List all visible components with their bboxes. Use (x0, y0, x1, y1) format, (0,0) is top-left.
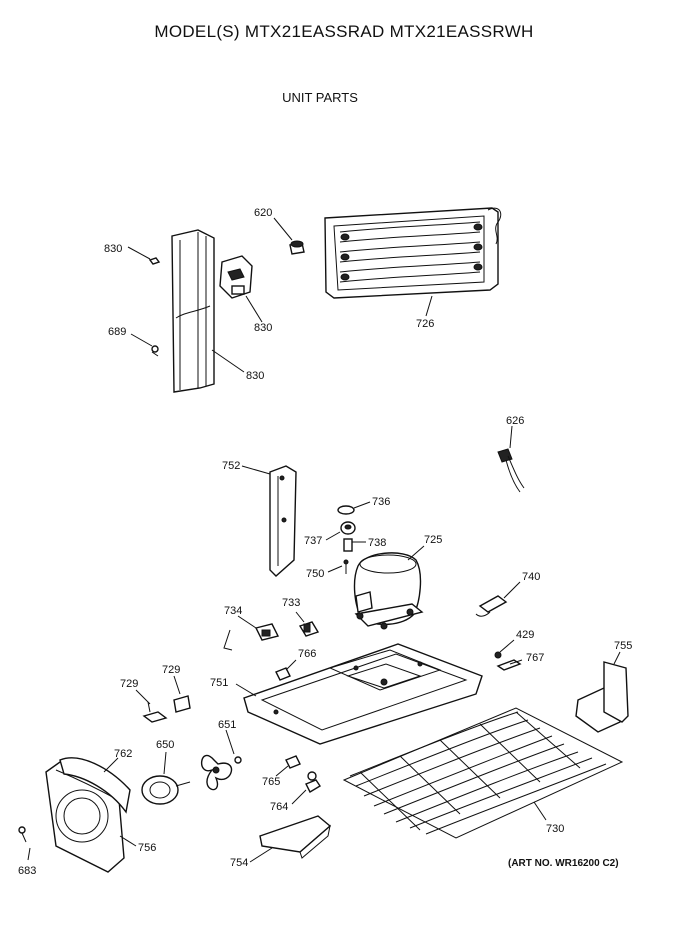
bracket-729-right (173, 675, 191, 713)
screw-429 (494, 639, 515, 659)
fan-blade-651 (200, 729, 242, 791)
bracket-767 (496, 659, 523, 671)
callout-765: 765 (262, 776, 280, 788)
callout-683: 683 (18, 865, 36, 877)
relay-740 (475, 581, 521, 617)
callout-626: 626 (506, 415, 524, 427)
callout-650: 650 (156, 739, 174, 751)
compressor-725 (353, 545, 425, 630)
clip-765 (275, 755, 301, 777)
callout-729-right: 729 (162, 664, 180, 676)
callout-830-channel: 830 (246, 370, 264, 382)
mounting-bracket-755 (575, 651, 629, 733)
callout-755: 755 (614, 640, 632, 652)
callout-766: 766 (298, 648, 316, 660)
callout-830-bracket: 830 (254, 322, 272, 334)
callout-620: 620 (254, 207, 272, 219)
callout-734: 734 (224, 605, 242, 617)
callout-429: 429 (516, 629, 534, 641)
callout-762: 762 (114, 748, 132, 760)
machine-base-751 (235, 643, 483, 745)
callout-651: 651 (218, 719, 236, 731)
clip-734 (223, 615, 280, 651)
callout-830-clip: 830 (104, 243, 122, 255)
bracket-752 (241, 465, 297, 577)
callout-689: 689 (108, 326, 126, 338)
clip-766 (275, 659, 297, 681)
sleeve-738 (343, 538, 366, 552)
condenser-730 (342, 707, 624, 839)
callout-750: 750 (306, 568, 324, 580)
callout-764: 764 (270, 801, 288, 813)
callout-756: 756 (138, 842, 156, 854)
wire-harness-626 (497, 425, 525, 493)
fan-motor-650 (141, 751, 191, 805)
bracket-754 (249, 815, 332, 863)
callout-labels: 620 830 830 830 689 726 626 752 736 737 … (18, 207, 632, 877)
callout-752: 752 (222, 460, 240, 472)
bracket-830 (219, 255, 263, 323)
capacitor-733 (295, 611, 320, 637)
bracket-729-left (135, 689, 168, 723)
screw-689 (130, 333, 159, 357)
art-number: (ART NO. WR16200 C2) (508, 858, 619, 869)
page-title: MODEL(S) MTX21EASSRAD MTX21EASSRWH (154, 22, 534, 41)
page-subtitle: UNIT PARTS (282, 90, 358, 105)
grommet-620 (273, 217, 305, 255)
clip-830 (127, 246, 161, 265)
callout-729-left: 729 (120, 678, 138, 690)
callout-737: 737 (304, 535, 322, 547)
duct-strip-762 (59, 757, 131, 814)
screw-683 (18, 826, 31, 861)
washer-736 (337, 501, 371, 515)
screw-750 (327, 559, 349, 574)
callout-725: 725 (424, 534, 442, 546)
callout-738: 738 (368, 537, 386, 549)
callout-751: 751 (210, 677, 228, 689)
callout-726: 726 (416, 318, 434, 330)
drain-clip-764 (291, 771, 321, 805)
grommet-737 (325, 521, 356, 541)
callout-754: 754 (230, 857, 248, 869)
callout-733: 733 (282, 597, 300, 609)
callout-767: 767 (526, 652, 544, 664)
callout-740: 740 (522, 571, 540, 583)
callout-736: 736 (372, 496, 390, 508)
callout-730: 730 (546, 823, 564, 835)
evaporator-channel-830 (171, 229, 245, 393)
evaporator-726 (324, 207, 502, 317)
